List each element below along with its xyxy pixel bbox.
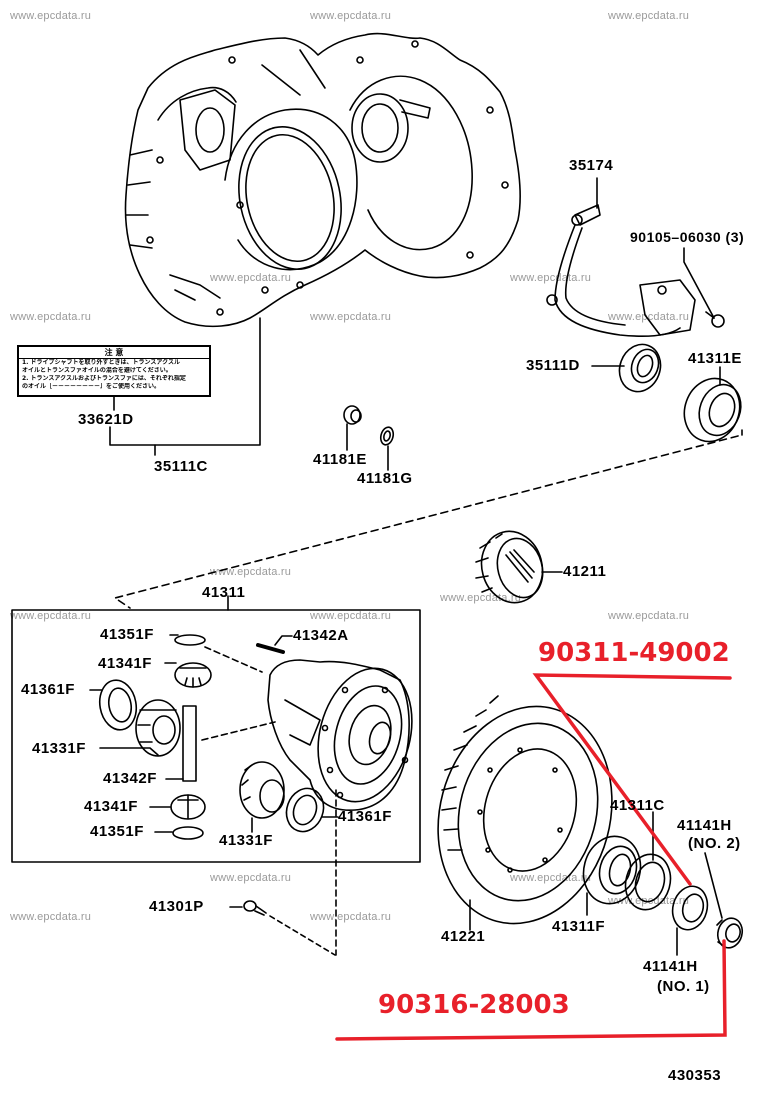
part-label-41342A[interactable]: 41342A <box>293 627 349 644</box>
seal-35111D <box>618 343 662 393</box>
washer-41351F-top <box>174 634 206 646</box>
diagram-id: 430353 <box>668 1067 722 1084</box>
leader-35111C <box>109 317 261 446</box>
watermark: www.epcdata.ru <box>10 10 92 22</box>
annotation-line-bottom <box>335 939 727 1041</box>
watermark: www.epcdata.ru <box>608 10 690 22</box>
part-label-35111D[interactable]: 35111D <box>526 357 580 374</box>
side-gear-41331F-bottom <box>239 761 285 833</box>
part-label-41141H-no1[interactable]: 41141H <box>643 958 698 975</box>
ring-gear-41221 <box>437 695 613 931</box>
part-label-41311C[interactable]: 41311C <box>610 797 665 814</box>
pinion-41341F-top <box>174 662 212 688</box>
gear-41211 <box>475 530 563 604</box>
part-label-41331F[interactable]: 41331F <box>32 740 86 757</box>
caution-line: オイルとトランスファオイルの混合を避けてください。 <box>22 367 172 374</box>
part-label-41141H-no2[interactable]: 41141H <box>677 817 732 834</box>
watermark: www.epcdata.ru <box>608 311 690 323</box>
caution-line: 2. トランスアクスルおよびトランスファには、それぞれ指定 <box>22 375 186 382</box>
bearing-41311E <box>683 377 742 443</box>
caution-title: 注 意 <box>19 347 209 359</box>
part-35174-bracket <box>546 177 696 337</box>
part-label-41311[interactable]: 41311 <box>202 584 246 601</box>
shim-41141H-no1 <box>671 885 709 956</box>
part-label-90105-06030[interactable]: 90105–06030 (3) <box>630 229 745 245</box>
watermark: www.epcdata.ru <box>10 610 92 622</box>
part-label-41211[interactable]: 41211 <box>563 563 607 580</box>
pinion-41341F-bottom <box>170 794 206 820</box>
part-label-35111C[interactable]: 35111C <box>154 458 208 475</box>
part-label-33621D[interactable]: 33621D <box>78 411 134 428</box>
part-label-41141H-no2-note: (NO. 2) <box>688 835 741 852</box>
watermark: www.epcdata.ru <box>210 566 292 578</box>
part-label-41311F[interactable]: 41311F <box>552 918 606 935</box>
watermark: www.epcdata.ru <box>10 311 92 323</box>
annotation-part-number-top[interactable]: 90311-49002 <box>538 638 730 668</box>
watermark: www.epcdata.ru <box>310 610 392 622</box>
part-label-41341F[interactable]: 41341F <box>84 798 138 815</box>
transaxle-housing <box>124 32 521 328</box>
watermark: www.epcdata.ru <box>510 272 592 284</box>
collar-41141H-no2 <box>704 852 744 949</box>
assembly-box-41311 <box>11 609 421 863</box>
dashed-41301P <box>269 915 336 956</box>
annotation-lines <box>335 673 732 1041</box>
part-label-41341F[interactable]: 41341F <box>98 655 152 672</box>
bolt-90105 <box>705 311 725 328</box>
bearing-41311F <box>582 835 642 916</box>
caution-line: のオイル［－－－－－－－－］をご使用ください。 <box>22 383 161 390</box>
watermark: www.epcdata.ru <box>310 911 392 923</box>
washer-41351F-bottom <box>172 826 204 840</box>
watermark: www.epcdata.ru <box>10 911 92 923</box>
caution-line: 1. ドライブシャフトを取り外すときは、トランスアクスル <box>22 359 180 366</box>
plug-41181E <box>343 405 362 451</box>
annotation-line-top <box>532 673 732 886</box>
part-label-41181E[interactable]: 41181E <box>313 451 367 468</box>
watermark: www.epcdata.ru <box>310 10 392 22</box>
dashed-inner-1 <box>204 646 263 673</box>
part-label-41351F[interactable]: 41351F <box>100 626 154 643</box>
part-label-41331F[interactable]: 41331F <box>219 832 273 849</box>
part-label-41361F[interactable]: 41361F <box>21 681 75 698</box>
leader-90105 <box>683 247 715 319</box>
part-label-41301P[interactable]: 41301P <box>149 898 204 915</box>
part-label-41361F[interactable]: 41361F <box>338 808 392 825</box>
washer-41361F-left <box>98 679 138 731</box>
shaft-41342F <box>182 705 197 782</box>
part-label-41141H-no1-note: (NO. 1) <box>657 978 710 995</box>
watermark: www.epcdata.ru <box>210 272 292 284</box>
part-label-41311E[interactable]: 41311E <box>688 350 742 367</box>
watermark: www.epcdata.ru <box>310 311 392 323</box>
part-label-41181G[interactable]: 41181G <box>357 470 413 487</box>
annotation-part-number-bottom[interactable]: 90316-28003 <box>378 990 570 1020</box>
watermark: www.epcdata.ru <box>608 610 690 622</box>
part-label-41351F[interactable]: 41351F <box>90 823 144 840</box>
bolt-41301P <box>243 900 267 916</box>
leader-41342A <box>274 635 293 646</box>
dashed-inner-2 <box>201 721 276 741</box>
side-gear-41331F-left <box>99 699 181 757</box>
watermark: www.epcdata.ru <box>440 592 522 604</box>
part-label-41221[interactable]: 41221 <box>441 928 486 945</box>
watermark: www.epcdata.ru <box>210 872 292 884</box>
pin-41342A <box>256 643 285 654</box>
part-label-35174[interactable]: 35174 <box>569 157 614 174</box>
ring-41181G <box>379 426 395 471</box>
caution-label-33621D: 注 意 1. ドライブシャフトを取り外すときは、トランスアクスル オイルとトラン… <box>17 345 211 397</box>
differential-case <box>267 659 413 811</box>
washer-41361F-right <box>285 787 325 833</box>
dashed-leader-main <box>114 429 743 609</box>
part-label-41342F[interactable]: 41342F <box>103 770 157 787</box>
